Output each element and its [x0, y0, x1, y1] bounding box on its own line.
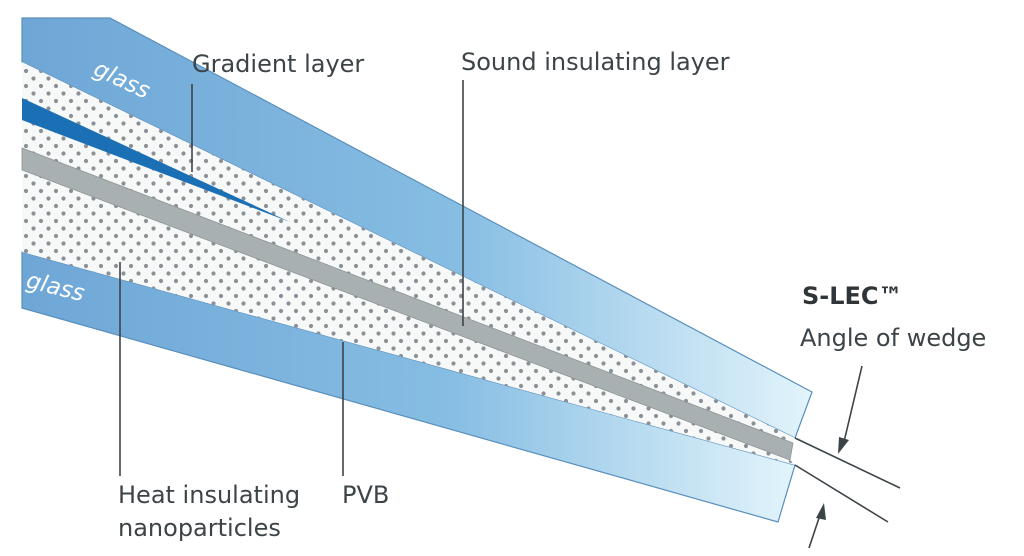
wedge-arrowhead-upper [838, 437, 849, 454]
heat-insulating-label-line1: Heat insulating [118, 481, 300, 509]
glass-pane-top [21, 17, 813, 439]
heat-insulating-label-line2: nanoparticles [118, 514, 281, 542]
heat-insulating-dots-lower [22, 170, 795, 465]
wedge-arrowhead-lower [816, 503, 826, 520]
gradient-layer-band [22, 98, 290, 222]
wedge-line-upper [794, 437, 901, 489]
wedge-arrow-upper [842, 365, 863, 447]
angle-of-wedge-label: Angle of wedge [800, 324, 986, 352]
gradient-layer-label: Gradient layer [192, 50, 364, 78]
pvb-label: PVB [342, 481, 389, 509]
sound-insulating-layer [21, 147, 794, 461]
slec-label: S-LEC™ [802, 282, 903, 310]
wedge-line-lower [794, 464, 889, 523]
glass-pane-bottom [21, 251, 796, 523]
sound-insulating-layer-label: Sound insulating layer [461, 48, 730, 76]
heat-insulating-dots-upper [22, 62, 795, 443]
